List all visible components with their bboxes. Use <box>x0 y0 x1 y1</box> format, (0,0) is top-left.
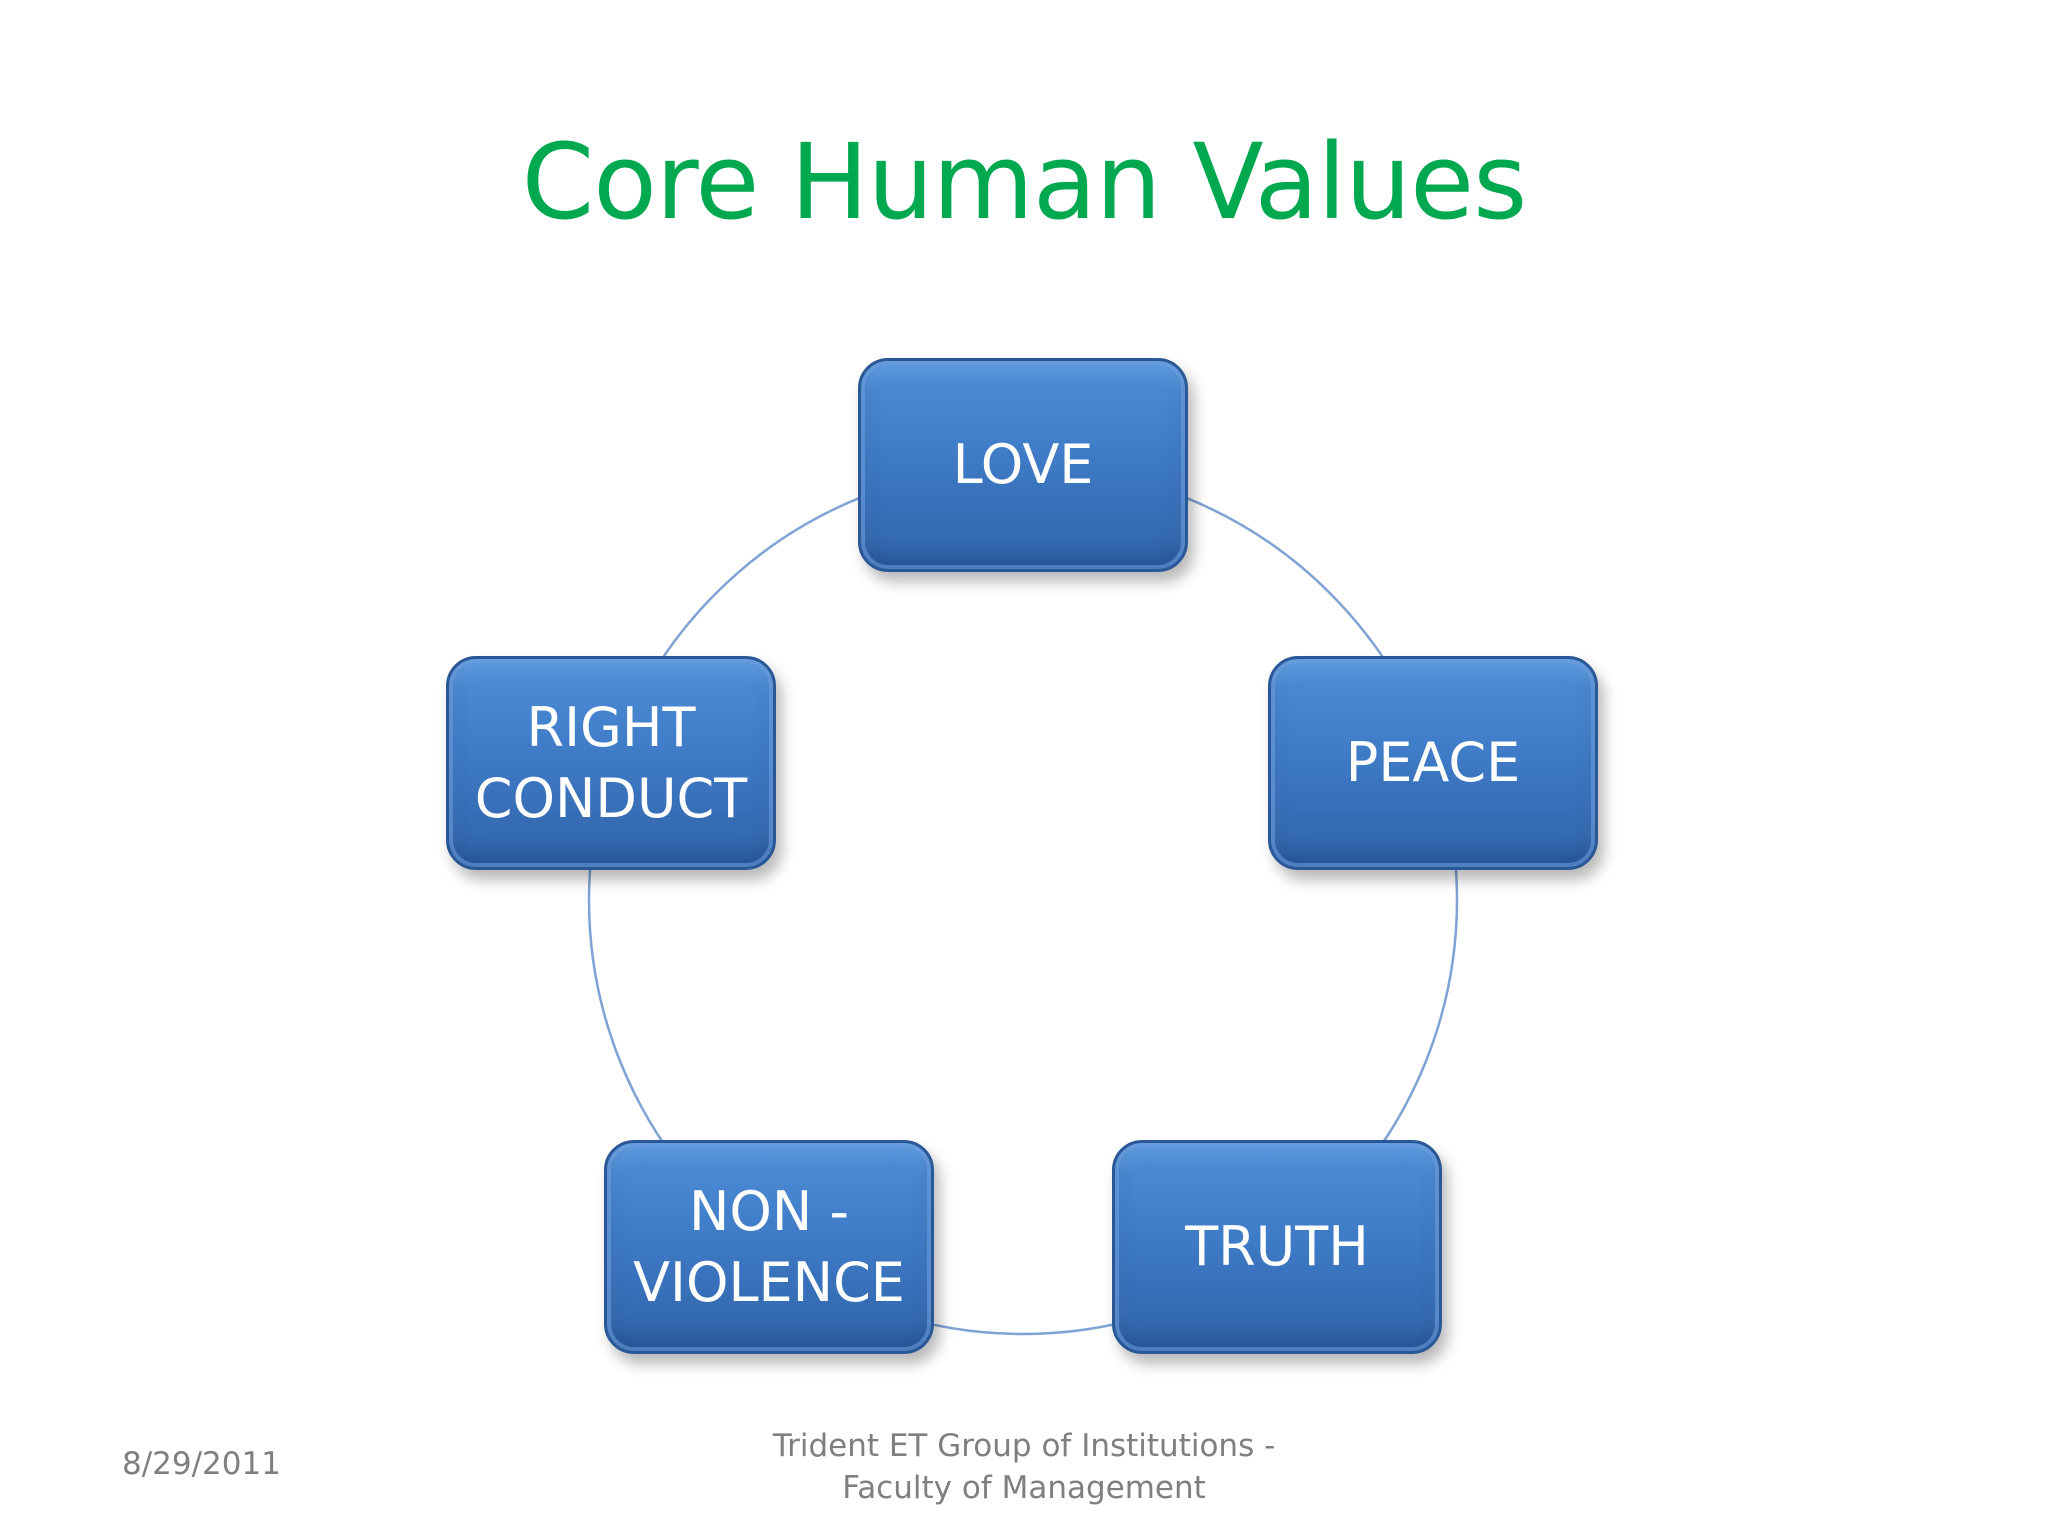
footer-date: 8/29/2011 <box>122 1446 281 1482</box>
footer-organization: Trident ET Group of Institutions - Facul… <box>724 1426 1324 1510</box>
node-right-conduct[interactable]: RIGHT CONDUCT <box>446 656 776 870</box>
node-truth-label: TRUTH <box>1185 1215 1369 1279</box>
node-love-label: LOVE <box>952 433 1094 497</box>
footer-org-line1: Trident ET Group of Institutions - <box>772 1428 1276 1464</box>
node-non-violence-label: NON - VIOLENCE <box>633 1179 905 1314</box>
node-right-conduct-label: RIGHT CONDUCT <box>474 695 748 830</box>
footer-org-line2: Faculty of Management <box>842 1469 1206 1506</box>
node-peace[interactable]: PEACE <box>1268 656 1598 870</box>
node-non-violence[interactable]: NON - VIOLENCE <box>604 1140 934 1354</box>
node-love[interactable]: LOVE <box>858 358 1188 572</box>
slide-title: Core Human Values <box>521 121 1528 243</box>
node-peace-label: PEACE <box>1345 731 1521 795</box>
node-truth[interactable]: TRUTH <box>1112 1140 1442 1354</box>
